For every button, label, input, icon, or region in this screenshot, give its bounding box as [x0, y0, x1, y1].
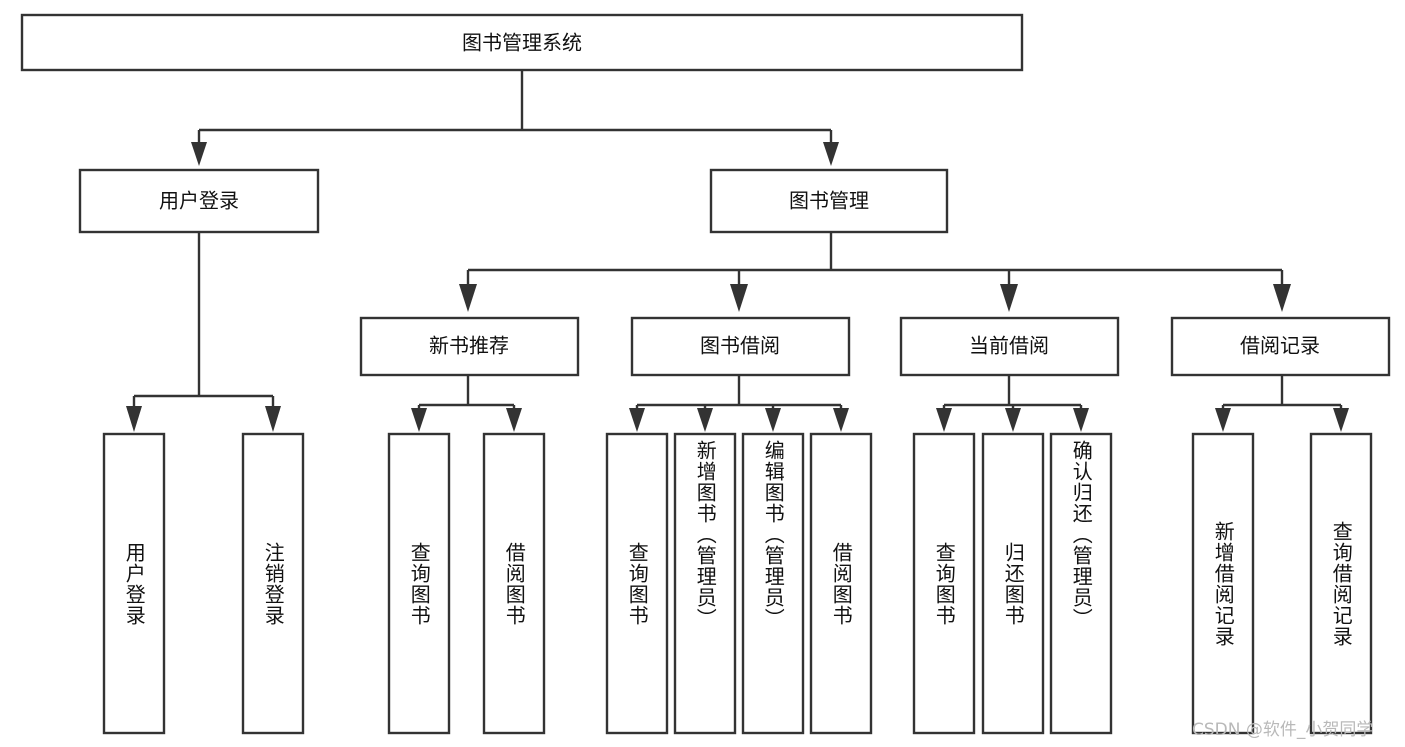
node-new-book-recommend-label: 新书推荐 [429, 334, 509, 358]
arrow-to-user-login [191, 142, 207, 166]
node-borrow-record[interactable]: 借阅记录 [1170, 316, 1391, 377]
arrow-to-leaf-logout-login [265, 406, 281, 432]
node-current-borrow-box[interactable] [899, 316, 1120, 377]
arrow-to-leaf-confirm-return [1073, 408, 1089, 432]
arrow-to-leaf-query-record [1333, 408, 1349, 432]
edges-borrow-record-to-leaves [1215, 375, 1349, 432]
arrow-to-leaf-add-record [1215, 408, 1231, 432]
leaf-box-borrow-book-1[interactable] [482, 432, 546, 735]
node-current-borrow[interactable]: 当前借阅 [899, 316, 1120, 377]
node-book-borrow-box[interactable] [630, 316, 851, 377]
arrow-to-leaf-query-book-2 [629, 408, 645, 432]
leaf-box-logout-login[interactable] [241, 432, 305, 735]
node-user-login-label: 用户登录 [159, 189, 239, 213]
leaf-box-add-record[interactable] [1191, 432, 1255, 735]
arrow-to-book-borrow [730, 284, 748, 312]
leaf-box-user-login[interactable] [102, 432, 166, 735]
node-book-management[interactable]: 图书管理 [709, 168, 949, 234]
arrow-to-leaf-borrow-book-2 [833, 408, 849, 432]
node-book-borrow-label: 图书借阅 [700, 334, 780, 358]
node-current-borrow-label: 当前借阅 [969, 334, 1049, 358]
arrow-to-leaf-return-book [1005, 408, 1021, 432]
leaf-box-borrow-book-2[interactable] [809, 432, 873, 735]
node-book-management-box[interactable] [709, 168, 949, 234]
arrow-to-leaf-borrow-book-1 [506, 408, 522, 432]
leaf-box-add-book[interactable] [673, 432, 737, 735]
arrow-to-leaf-user-login [126, 406, 142, 432]
leaf-box-query-record[interactable] [1309, 432, 1373, 735]
arrow-to-leaf-query-book-3 [936, 408, 952, 432]
leaf-box-return-book[interactable] [981, 432, 1045, 735]
edges-new-book-recommend-to-leaves [411, 375, 522, 432]
node-title-label: 图书管理系统 [462, 31, 582, 55]
node-user-login[interactable]: 用户登录 [78, 168, 320, 234]
node-user-login-box[interactable] [78, 168, 320, 234]
arrow-to-leaf-query-book-1 [411, 408, 427, 432]
leaf-box-query-book-2[interactable] [605, 432, 669, 735]
node-new-book-recommend[interactable]: 新书推荐 [359, 316, 580, 377]
arrow-to-new-book-recommend [459, 284, 477, 312]
edges-current-borrow-to-leaves [936, 375, 1089, 432]
arrow-to-borrow-record [1273, 284, 1291, 312]
arrow-to-leaf-edit-book [765, 408, 781, 432]
edges-user-login-to-leaves [126, 232, 281, 432]
leaf-box-query-book-1[interactable] [387, 432, 451, 735]
arrow-to-book-management [823, 142, 839, 166]
arrow-to-leaf-add-book [697, 408, 713, 432]
node-borrow-record-box[interactable] [1170, 316, 1391, 377]
node-borrow-record-label: 借阅记录 [1240, 334, 1320, 358]
leaf-box-query-book-3[interactable] [912, 432, 976, 735]
leaf-box-edit-book[interactable] [741, 432, 805, 735]
node-title[interactable]: 图书管理系统 [20, 13, 1024, 72]
node-title-box[interactable] [20, 13, 1024, 72]
leaf-box-confirm-return[interactable] [1049, 432, 1113, 735]
edges-book-management-to-level3 [459, 232, 1291, 312]
node-book-borrow[interactable]: 图书借阅 [630, 316, 851, 377]
edges-root-to-level2 [191, 70, 839, 166]
leaf-boxes [102, 432, 1373, 735]
node-new-book-recommend-box[interactable] [359, 316, 580, 377]
edges-book-borrow-to-leaves [629, 375, 849, 432]
arrow-to-current-borrow [1000, 284, 1018, 312]
node-book-management-label: 图书管理 [789, 189, 869, 213]
